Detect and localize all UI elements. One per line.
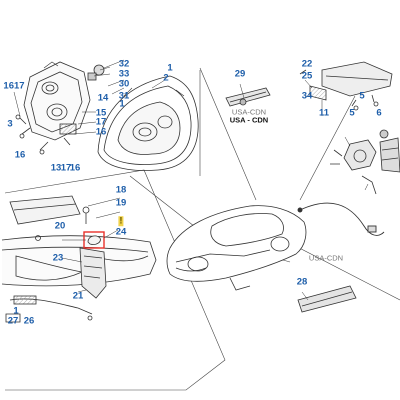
leader-lines xyxy=(13,59,369,301)
callout-label[interactable]: 29 xyxy=(234,68,246,80)
callout-label[interactable]: 5 xyxy=(359,90,365,102)
market-tag: USA-CDN xyxy=(231,107,267,117)
callout-label[interactable]: 27 xyxy=(7,315,19,327)
third-brake-light-unit xyxy=(225,87,271,107)
wire-harness xyxy=(297,202,385,236)
callout-label[interactable]: 2 xyxy=(163,72,169,84)
callout-label[interactable]: 34 xyxy=(301,90,313,102)
headlamp-right-unit xyxy=(97,75,199,171)
market-tag: USA-CDN xyxy=(308,253,344,263)
callout-label[interactable]: 22 xyxy=(301,58,313,70)
callout-label[interactable]: 32 xyxy=(118,58,130,70)
car-outline xyxy=(166,205,307,291)
callout-label[interactable]: 30 xyxy=(118,78,130,90)
callout-label[interactable]: 20 xyxy=(54,220,66,232)
indicator-unit xyxy=(330,129,400,195)
callout-label[interactable]: 3 xyxy=(7,118,13,130)
callout-label[interactable]: 28 xyxy=(296,276,308,288)
callout-label[interactable]: 5 xyxy=(349,107,355,119)
callout-label[interactable]: 11 xyxy=(318,107,330,119)
callout-label[interactable]: 17 xyxy=(95,116,107,128)
callout-label[interactable]: 16 xyxy=(69,162,81,174)
callout-label[interactable]: 1 xyxy=(13,305,19,317)
callout-label[interactable]: 23 xyxy=(52,252,64,264)
callout-label[interactable]: 25 xyxy=(301,70,313,82)
callout-label[interactable]: 1617 xyxy=(3,80,25,92)
callout-label[interactable]: 26 xyxy=(23,315,35,327)
side-lamp-unit xyxy=(297,285,357,313)
front-bumper-unit xyxy=(1,195,157,323)
callout-label[interactable]: 16 xyxy=(95,126,107,138)
callout-label[interactable]: 13 xyxy=(50,162,62,174)
rear-lamp-unit xyxy=(299,61,393,111)
callout-label[interactable]: 21 xyxy=(72,290,84,302)
callout-label[interactable]: 6 xyxy=(376,107,382,119)
callout-label[interactable]: 1 xyxy=(167,62,173,74)
callout-label[interactable]: 33 xyxy=(118,68,130,80)
callout-label[interactable]: 19 xyxy=(115,197,127,209)
callout-label[interactable]: 17 xyxy=(60,162,72,174)
callout-label[interactable]: 18 xyxy=(115,184,127,196)
market-tag: USA - CDN xyxy=(229,115,269,125)
headlamp-left-unit xyxy=(15,61,105,155)
callout-label[interactable]: 24 xyxy=(115,226,127,238)
callout-label[interactable]: 1 xyxy=(119,98,125,110)
callout-label[interactable]: 31 xyxy=(118,90,130,102)
callout-label[interactable]: 14 xyxy=(97,92,109,104)
callout-label[interactable]: 16 xyxy=(14,149,26,161)
warning-badge[interactable]: ! xyxy=(118,215,124,227)
callout-label[interactable]: 15 xyxy=(95,107,107,119)
